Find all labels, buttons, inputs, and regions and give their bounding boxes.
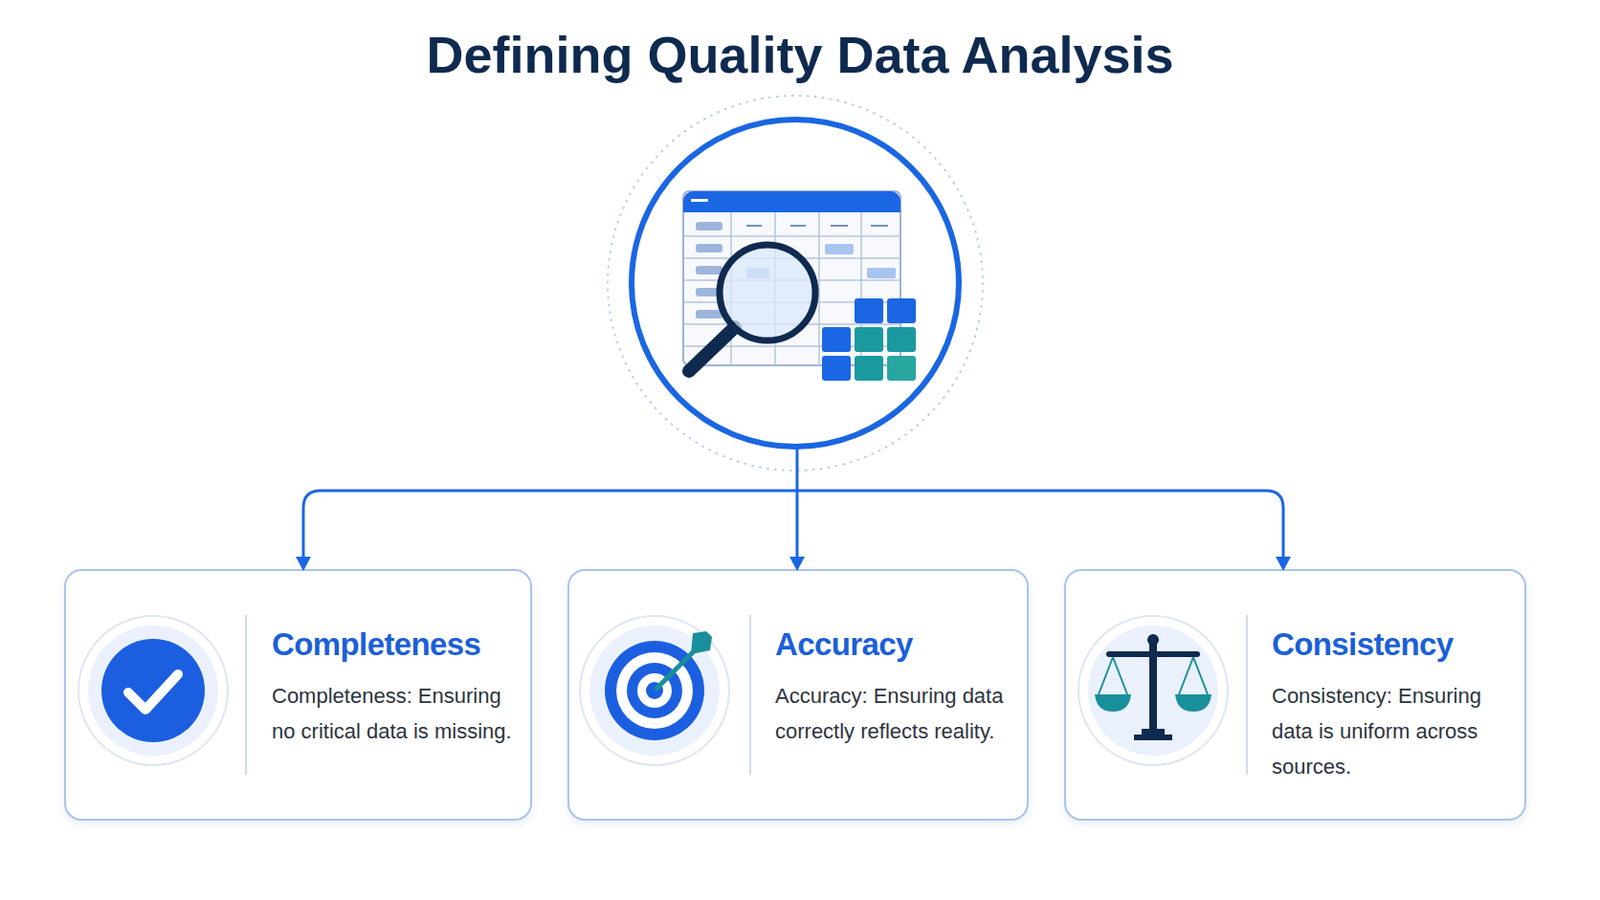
card-text: CompletenessCompleteness: Ensuring no cr…: [271, 625, 523, 750]
dotted-ring: [607, 95, 983, 471]
card-text: ConsistencyConsistency: Ensuring data is…: [1271, 625, 1523, 785]
data-tile: [887, 355, 916, 381]
card-description: Completeness: Ensuring no critical data …: [271, 678, 523, 750]
card-text: AccuracyAccuracy: Ensuring data correctl…: [775, 625, 1026, 750]
magnifier-handle: [688, 327, 735, 372]
data-tile: [822, 355, 851, 381]
data-tile: [822, 327, 851, 353]
table-header: [683, 191, 901, 213]
quality-card: ConsistencyConsistency: Ensuring data is…: [1064, 569, 1527, 822]
magnifier-lens: [719, 244, 816, 341]
card-description: Accuracy: Ensuring data correctly reflec…: [775, 678, 1026, 750]
card-heading: Accuracy: [775, 625, 1026, 665]
branch-connector: [303, 447, 1284, 560]
quality-card: AccuracyAccuracy: Ensuring data correctl…: [567, 569, 1029, 822]
cell-mark: [824, 244, 854, 255]
hub-circle: [631, 119, 959, 447]
cell-mark: [695, 244, 723, 253]
cell-mark: [695, 310, 723, 319]
data-tile: [854, 298, 884, 324]
cell-mark: [695, 222, 723, 231]
data-tile: [887, 298, 916, 324]
diagram-title: Defining Quality Data Analysis: [0, 22, 1600, 87]
table-dashes: [746, 224, 889, 227]
cell-mark: [695, 266, 723, 275]
card-description: Consistency: Ensuring data is uniform ac…: [1271, 678, 1523, 785]
quality-card: CompletenessCompleteness: Ensuring no cr…: [64, 569, 533, 822]
data-tile: [887, 327, 916, 353]
data-tile: [854, 355, 884, 381]
card-heading: Completeness: [271, 625, 523, 665]
cell-mark: [866, 267, 896, 279]
header-mark: [690, 199, 709, 202]
data-tile: [854, 327, 884, 353]
table-illustration: [683, 191, 916, 381]
card-heading: Consistency: [1271, 625, 1523, 665]
